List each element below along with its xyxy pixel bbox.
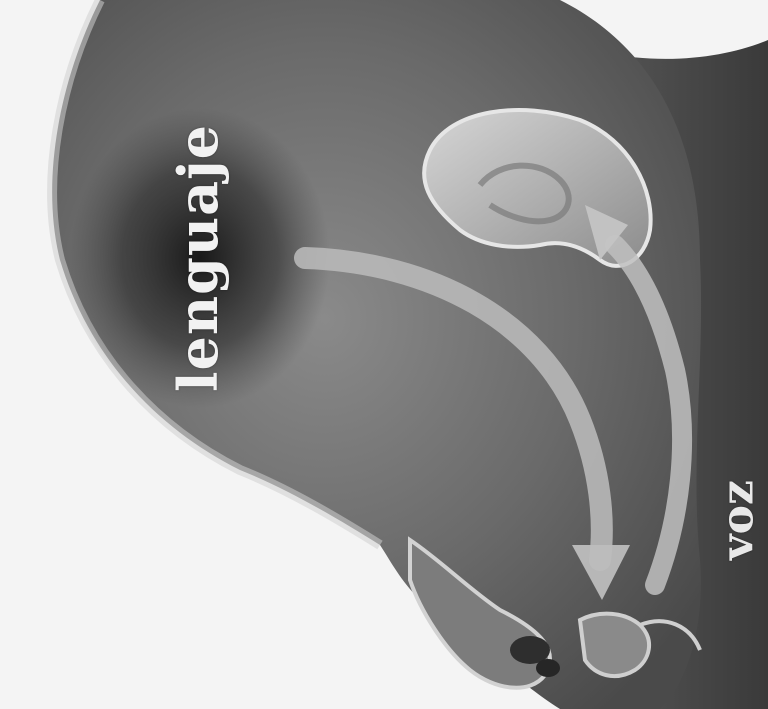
voice-label: voz xyxy=(713,480,764,560)
language-label: lenguaje xyxy=(166,124,230,392)
nostril-shape xyxy=(536,659,560,677)
lips-shape xyxy=(580,614,649,676)
